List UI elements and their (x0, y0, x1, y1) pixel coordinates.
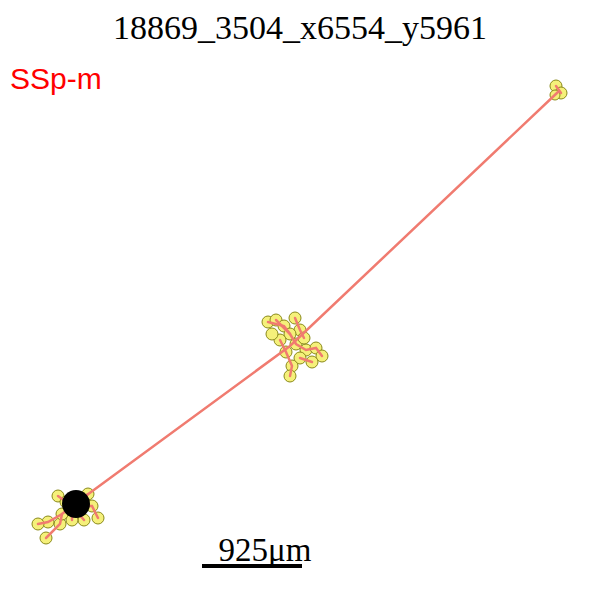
region-label: SSp-m (10, 64, 102, 94)
neurite-lines (38, 86, 561, 538)
scale-label: 925μm (219, 534, 312, 567)
node-markers (32, 80, 567, 544)
plot-title: 18869_3504_x6554_y5961 (113, 11, 487, 45)
soma (62, 490, 90, 518)
